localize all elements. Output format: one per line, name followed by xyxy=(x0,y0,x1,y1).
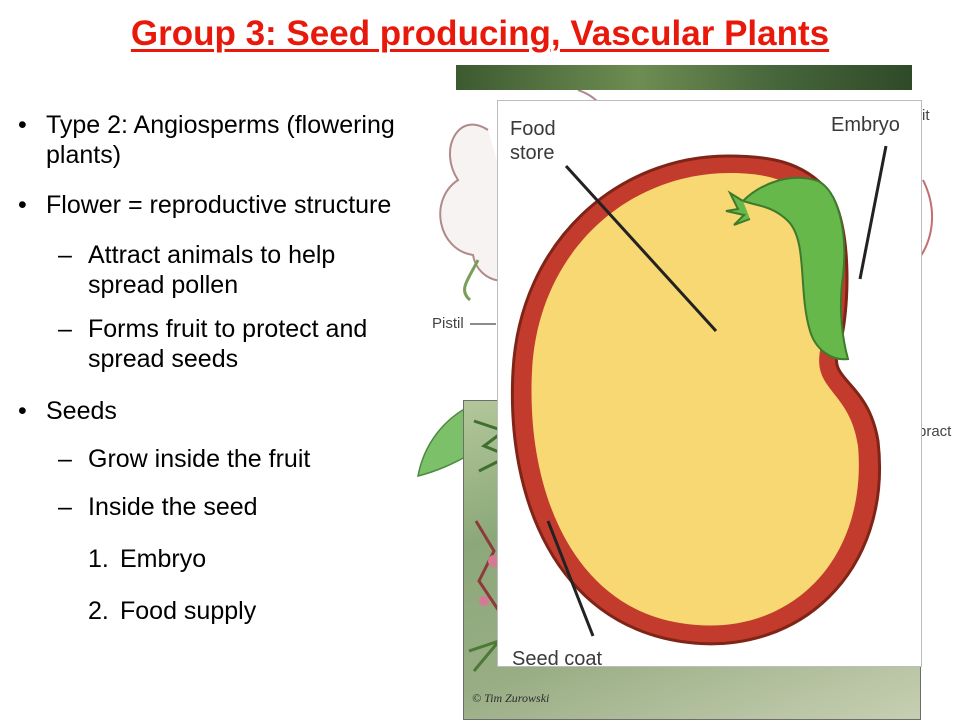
bullet-seeds: • Seeds xyxy=(18,396,418,426)
list-item-text: Food supply xyxy=(120,597,257,625)
sub-bullet-dash: – xyxy=(58,241,72,269)
bullet-text: Flower = reproductive structure xyxy=(46,191,392,219)
seed-cross-section-icon xyxy=(510,145,888,646)
sub-bullet-dash: – xyxy=(58,315,72,343)
list-number: 1. xyxy=(88,545,109,573)
sub-bullet-inside: – Inside the seed xyxy=(18,492,418,522)
bullet-list: • Type 2: Angiosperms (flowering plants)… xyxy=(18,110,418,644)
bullet-text: Type 2: Angiosperms (flowering plants) xyxy=(46,111,395,169)
label-food-store: Food store xyxy=(510,118,556,164)
numbered-item-food-supply: 2. Food supply xyxy=(18,596,418,626)
list-item-text: Embryo xyxy=(120,545,207,573)
bullet-dot: • xyxy=(18,111,27,139)
sub-bullet-fruit: – Forms fruit to protect and spread seed… xyxy=(18,314,418,374)
bullet-text: Seeds xyxy=(46,397,117,425)
numbered-item-embryo: 1. Embryo xyxy=(18,544,418,574)
sub-bullet-text: Forms fruit to protect and spread seeds xyxy=(88,315,368,373)
label-seed-coat: Seed coat xyxy=(512,648,603,670)
sub-bullet-grow: – Grow inside the fruit xyxy=(18,444,418,474)
sub-bullet-dash: – xyxy=(58,493,72,521)
sub-bullet-text: Grow inside the fruit xyxy=(88,445,311,473)
label-embryo: Embryo xyxy=(831,114,900,136)
bullet-dot: • xyxy=(18,191,27,219)
label-top-right: it xyxy=(922,107,930,124)
sub-bullet-text: Attract animals to help spread pollen xyxy=(88,241,336,299)
label-pistil: Pistil xyxy=(432,315,464,332)
bullet-dot: • xyxy=(18,397,27,425)
bullet-angiosperms: • Type 2: Angiosperms (flowering plants) xyxy=(18,110,418,170)
slide-title: Group 3: Seed producing, Vascular Plants xyxy=(130,14,830,53)
sub-bullet-text: Inside the seed xyxy=(88,493,258,521)
photo-credit: © Tim Zurowski xyxy=(472,691,550,705)
list-number: 2. xyxy=(88,597,109,625)
sub-bullet-dash: – xyxy=(58,445,72,473)
bullet-flower: • Flower = reproductive structure xyxy=(18,190,418,220)
label-bract: bract xyxy=(918,423,952,440)
seed-diagram: Food store Embryo Seed coat xyxy=(497,100,922,670)
sub-bullet-attract: – Attract animals to help spread pollen xyxy=(18,240,418,300)
